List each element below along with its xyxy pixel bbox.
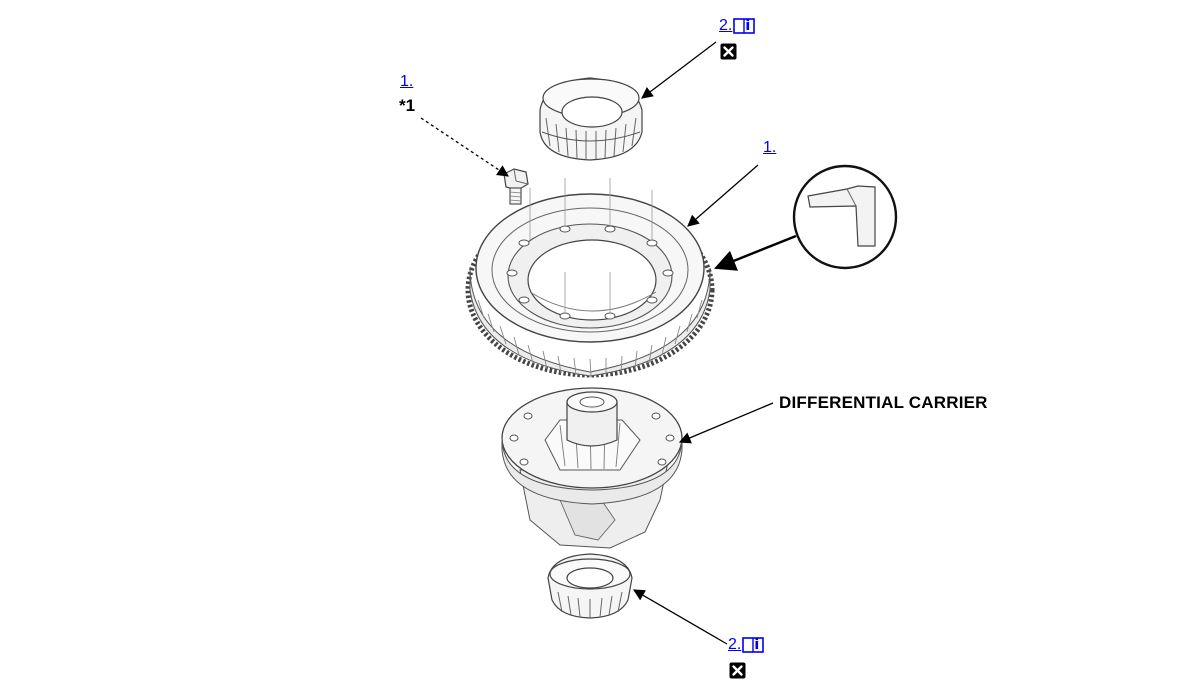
bolt-note-label: *1 <box>399 96 416 115</box>
leader-lines <box>420 41 797 645</box>
info-book-icon[interactable] <box>742 637 765 653</box>
upper-tapered-roller-bearing <box>539 77 643 161</box>
leader-top-bearing <box>641 41 717 99</box>
callout-bolt-number: 1. <box>400 73 414 90</box>
differential-carrier-label: DIFFERENTIAL CARRIER <box>779 393 988 412</box>
leader-bottom-bearing <box>632 589 728 645</box>
callout-bottom-bearing-step-link[interactable]: 2. <box>728 636 765 654</box>
lower-tapered-roller-bearing <box>547 553 633 619</box>
leader-detail <box>713 234 797 271</box>
leader-ring-gear <box>687 164 759 227</box>
callout-bolt-step-link[interactable]: 1. <box>400 73 413 91</box>
x-box-icon[interactable] <box>720 43 737 60</box>
leader-bolt <box>420 117 509 177</box>
leader-carrier <box>678 402 774 444</box>
info-book-icon[interactable] <box>733 18 756 34</box>
differential-carrier <box>501 387 683 549</box>
callout-bottom-bearing-number: 2. <box>728 636 742 653</box>
callout-ring-gear-step-link[interactable]: 1. <box>763 139 776 157</box>
tooth-orientation-detail <box>792 164 898 270</box>
callout-top-bearing-number: 2. <box>719 17 733 34</box>
callout-ring-gear-number: 1. <box>763 139 777 156</box>
x-box-icon[interactable] <box>729 662 746 679</box>
callout-top-bearing-step-link[interactable]: 2. <box>719 17 756 35</box>
final-driven-gear <box>465 178 715 378</box>
ring-gear-bolt <box>503 168 529 205</box>
